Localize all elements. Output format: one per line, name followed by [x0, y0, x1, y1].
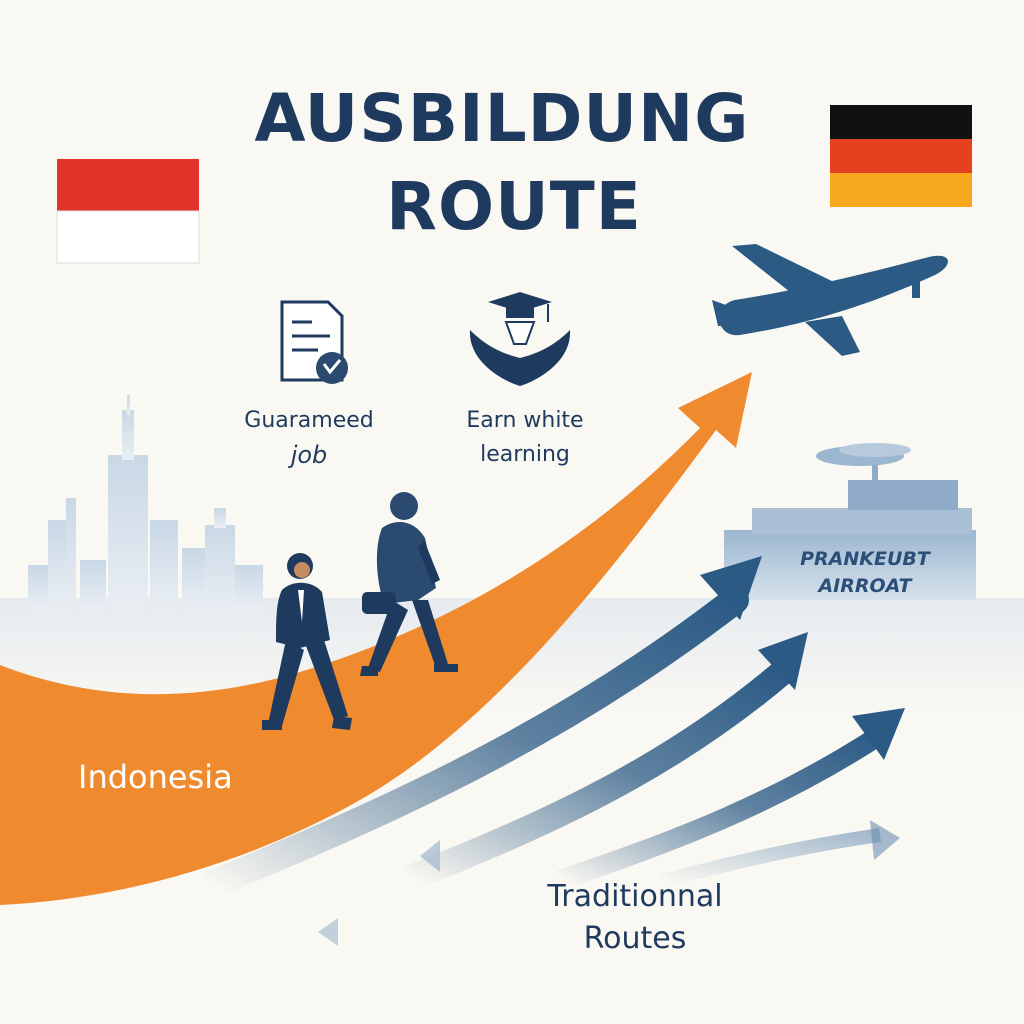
origin-label: Indonesia: [78, 758, 233, 796]
traditional-route-arrows: [196, 556, 905, 946]
walking-figure-rear: [360, 492, 458, 676]
feature-job-line1: Guarameed: [244, 408, 374, 433]
airport-sign-line2: AIRROAT: [818, 575, 912, 597]
feature-earn-line2: learning: [480, 442, 570, 467]
airplane-icon: [712, 244, 948, 356]
airport-sign: PRANKEUBT AIRROAT: [760, 546, 970, 600]
traditional-routes-label: Traditionnal Routes: [520, 876, 750, 960]
airport-sign-line1: PRANKEUBT: [800, 548, 930, 570]
walking-figure-front: [262, 553, 352, 730]
traditional-line1: Traditionnal: [547, 879, 723, 914]
traditional-line2: Routes: [583, 921, 687, 956]
page-title-line1: AUSBILDUNG: [254, 80, 750, 157]
feature-label-earn: Earn white learning: [440, 404, 610, 472]
feature-label-job: Guarameed job: [224, 404, 394, 472]
city-skyline: [28, 395, 263, 610]
feature-job-line2: job: [290, 441, 328, 469]
germany-flag: [830, 105, 972, 207]
page-title-line2: ROUTE: [386, 168, 642, 245]
ausbildung-path: [0, 372, 752, 905]
indonesia-flag: [56, 159, 200, 264]
feature-earn-line1: Earn white: [466, 408, 584, 433]
airport-building: [724, 443, 976, 600]
graduation-hands-icon: [469, 292, 571, 386]
document-icon: [280, 300, 348, 384]
